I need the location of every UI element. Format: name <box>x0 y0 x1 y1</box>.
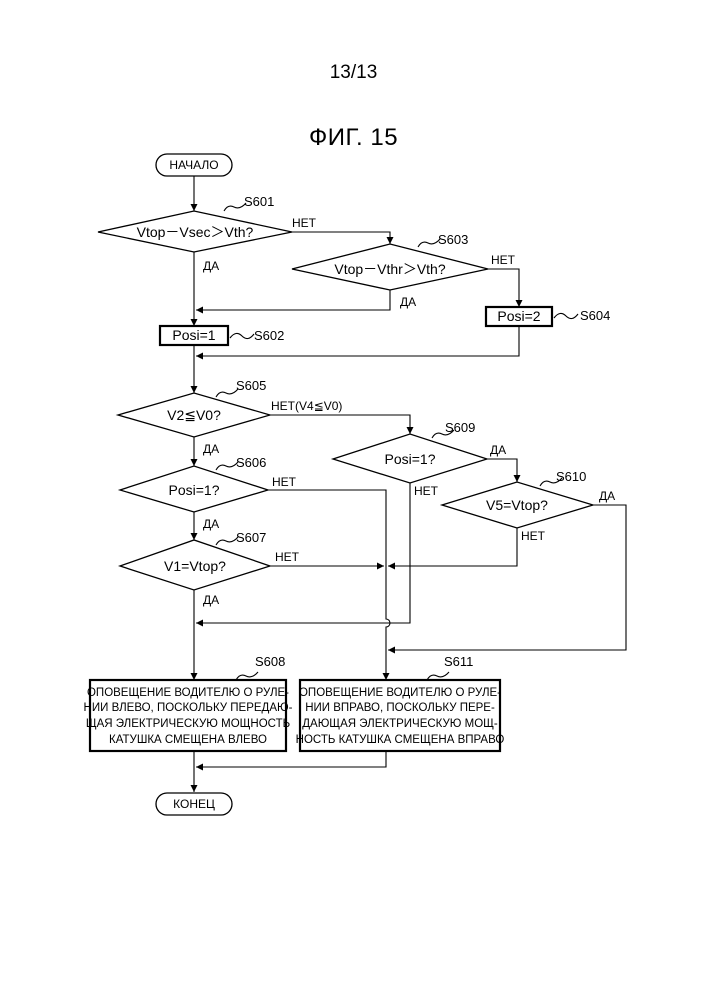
s601-text: Vtop－Vsec＞Vth? <box>137 224 254 240</box>
s611-leader <box>427 672 449 680</box>
s611-line-2: НИИ ВПРАВО, ПОСКОЛЬКУ ПЕРЕ- <box>305 702 495 714</box>
s607-no-label: НЕТ <box>275 550 300 564</box>
start-terminal: НАЧАЛО <box>156 154 232 176</box>
s608-line-3: ЩАЯ ЭЛЕКТРИЧЕСКУЮ МОЩНОСТЬ <box>86 718 290 730</box>
edge-s601-no <box>292 232 390 244</box>
s609-yes-label: ДА <box>490 443 506 457</box>
decision-s607: V1=Vtop? S607 НЕТ ДА <box>120 530 300 607</box>
process-s602: Posi=1 S602 <box>160 326 284 345</box>
end-terminal: КОНЕЦ <box>156 793 232 815</box>
s602-step: S602 <box>254 328 284 343</box>
s607-yes-label: ДА <box>203 593 219 607</box>
s603-leader <box>418 239 440 247</box>
end-label: КОНЕЦ <box>173 797 215 811</box>
process-s608: ОПОВЕЩЕНИЕ ВОДИТЕЛЮ О РУЛЕ- НИИ ВЛЕВО, П… <box>84 654 293 751</box>
decision-s603: Vtop－Vthr＞Vth? S603 НЕТ ДА <box>292 232 516 309</box>
s610-no-label: НЕТ <box>521 529 546 543</box>
s603-no-label: НЕТ <box>491 253 516 267</box>
s609-text: Posi=1? <box>385 451 436 467</box>
process-s604: Posi=2 S604 <box>486 307 610 326</box>
s610-step: S610 <box>556 469 586 484</box>
s611-line-3: ДАЮЩАЯ ЭЛЕКТРИЧЕСКУЮ МОЩ- <box>302 718 498 730</box>
s611-line-4: НОСТЬ КАТУШКА СМЕЩЕНА ВПРАВО <box>296 734 505 746</box>
s608-line-1: ОПОВЕЩЕНИЕ ВОДИТЕЛЮ О РУЛЕ- <box>87 687 289 699</box>
process-s611: ОПОВЕЩЕНИЕ ВОДИТЕЛЮ О РУЛЕ- НИИ ВПРАВО, … <box>296 654 505 751</box>
s603-text: Vtop－Vthr＞Vth? <box>334 261 445 277</box>
s605-no-label: НЕТ(V4≦V0) <box>271 399 342 413</box>
edge-s609-yes <box>487 459 517 482</box>
s606-yes-label: ДА <box>203 517 219 531</box>
edge-s605-no <box>270 415 410 434</box>
start-label: НАЧАЛО <box>169 158 218 172</box>
decision-s606: Posi=1? S606 НЕТ ДА <box>120 455 297 531</box>
edge-s604-out <box>196 326 519 356</box>
edge-s611-out <box>196 751 386 767</box>
s610-yes-label: ДА <box>599 489 615 503</box>
edge-s610-no <box>388 528 517 566</box>
s607-text: V1=Vtop? <box>164 558 226 574</box>
s609-no-label: НЕТ <box>414 484 439 498</box>
s604-step: S604 <box>580 308 610 323</box>
s602-leader <box>230 333 254 338</box>
s605-step: S605 <box>236 378 266 393</box>
s611-step: S611 <box>444 654 473 669</box>
s604-text: Posi=2 <box>497 308 540 324</box>
s610-text: V5=Vtop? <box>486 497 548 513</box>
s601-step: S601 <box>244 194 274 209</box>
s606-text: Posi=1? <box>169 482 220 498</box>
edge-s606-no <box>268 490 390 680</box>
decision-s605: V2≦V0? S605 НЕТ(V4≦V0) ДА <box>118 378 342 456</box>
s606-no-label: НЕТ <box>272 475 297 489</box>
s602-text: Posi=1 <box>172 327 215 343</box>
s606-leader <box>216 462 238 470</box>
edge-s603-yes <box>196 290 390 310</box>
s605-leader <box>216 389 238 397</box>
decision-s609: Posi=1? S609 ДА НЕТ <box>333 420 506 498</box>
s608-line-2: НИИ ВЛЕВО, ПОСКОЛЬКУ ПЕРЕДАЮ- <box>84 702 293 714</box>
decision-s610: V5=Vtop? S610 ДА НЕТ <box>442 469 615 543</box>
s609-step: S609 <box>445 420 475 435</box>
s605-text: V2≦V0? <box>167 407 221 423</box>
s608-line-4: КАТУШКА СМЕЩЕНА ВЛЕВО <box>109 734 267 746</box>
s601-leader <box>224 203 246 211</box>
s601-yes-label: ДА <box>203 259 219 273</box>
edge-s603-no <box>488 269 519 307</box>
s607-leader <box>216 537 238 545</box>
s605-yes-label: ДА <box>203 442 219 456</box>
s603-step: S603 <box>438 232 468 247</box>
s607-step: S607 <box>236 530 266 545</box>
edge-s610-yes <box>388 505 626 650</box>
s601-no-label: НЕТ <box>292 216 317 230</box>
decision-s601: Vtop－Vsec＞Vth? S601 НЕТ ДА <box>98 194 317 273</box>
s603-yes-label: ДА <box>400 295 416 309</box>
s604-leader <box>554 313 578 318</box>
s608-leader <box>236 672 258 680</box>
s608-step: S608 <box>255 654 285 669</box>
s611-line-1: ОПОВЕЩЕНИЕ ВОДИТЕЛЮ О РУЛЕ- <box>299 687 501 699</box>
s606-step: S606 <box>236 455 266 470</box>
